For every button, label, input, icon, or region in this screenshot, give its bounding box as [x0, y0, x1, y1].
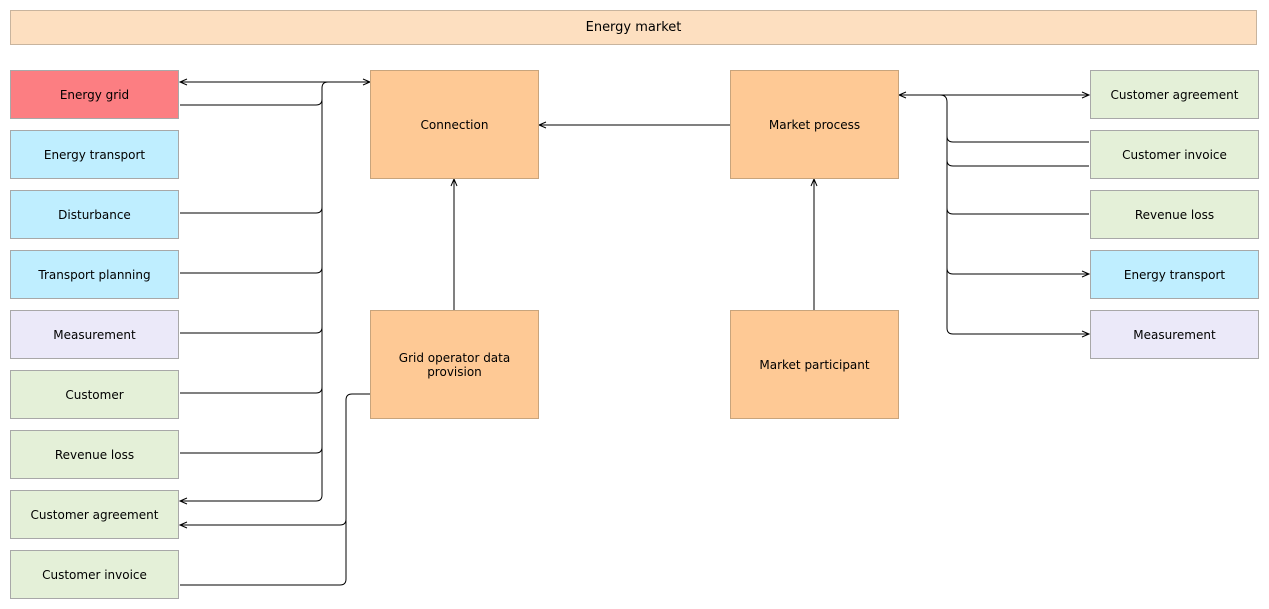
right-box-customer-agreement[interactable]: Customer agreement	[1090, 70, 1259, 119]
link-revenue-loss-right	[946, 207, 1089, 215]
box-connection[interactable]: Connection	[370, 70, 539, 179]
right-box-revenue-loss[interactable]: Revenue loss	[1090, 190, 1259, 239]
box-grid-operator-data-provision[interactable]: Grid operator data provision	[370, 310, 539, 419]
arrow-connection-right	[537, 121, 547, 129]
link-invoice-to-grid-operator	[180, 520, 347, 586]
right-box-energy-transport[interactable]: Energy transport	[1090, 250, 1259, 299]
left-box-transport-planning[interactable]: Transport planning	[10, 250, 179, 299]
link-grid-operator-to-agreement	[180, 393, 370, 526]
arrow-customer-agreement-left-2	[178, 521, 188, 529]
arrow-customer-agreement-left	[178, 497, 188, 505]
arrow-market-process-right	[897, 91, 907, 99]
box-market-process[interactable]: Market process	[730, 70, 899, 179]
link-transport-planning	[180, 266, 323, 274]
right-box-customer-invoice[interactable]: Customer invoice	[1090, 130, 1259, 179]
link-energy-transport-right	[946, 267, 1089, 275]
link-left-bus	[180, 99, 323, 502]
left-box-energy-grid[interactable]: Energy grid	[10, 70, 179, 119]
link-measurement-left	[180, 326, 323, 334]
link-revenue-loss-left	[180, 446, 323, 454]
box-market-participant[interactable]: Market participant	[730, 310, 899, 419]
link-customer	[180, 386, 323, 394]
left-box-revenue-loss[interactable]: Revenue loss	[10, 430, 179, 479]
link-customer-invoice-right-1	[946, 135, 1089, 143]
left-box-customer-agreement[interactable]: Customer agreement	[10, 490, 179, 539]
arrow-measurement-right	[1081, 330, 1091, 338]
link-right-bus	[939, 94, 1089, 335]
arrow-market-process-bottom	[810, 177, 818, 187]
link-energy-grid-to-connection	[180, 81, 370, 106]
arrow-connection-bottom	[450, 177, 458, 187]
left-box-disturbance[interactable]: Disturbance	[10, 190, 179, 239]
energy-market-banner: Energy market	[10, 10, 1257, 45]
link-customer-invoice-right-2	[946, 159, 1089, 167]
arrow-energy-grid	[178, 78, 188, 86]
left-box-measurement[interactable]: Measurement	[10, 310, 179, 359]
arrow-energy-transport-right	[1081, 270, 1091, 278]
link-disturbance	[180, 206, 323, 214]
right-box-measurement[interactable]: Measurement	[1090, 310, 1259, 359]
arrow-customer-agreement-right	[1081, 91, 1091, 99]
left-box-customer[interactable]: Customer	[10, 370, 179, 419]
left-box-customer-invoice[interactable]: Customer invoice	[10, 550, 179, 599]
left-box-energy-transport[interactable]: Energy transport	[10, 130, 179, 179]
